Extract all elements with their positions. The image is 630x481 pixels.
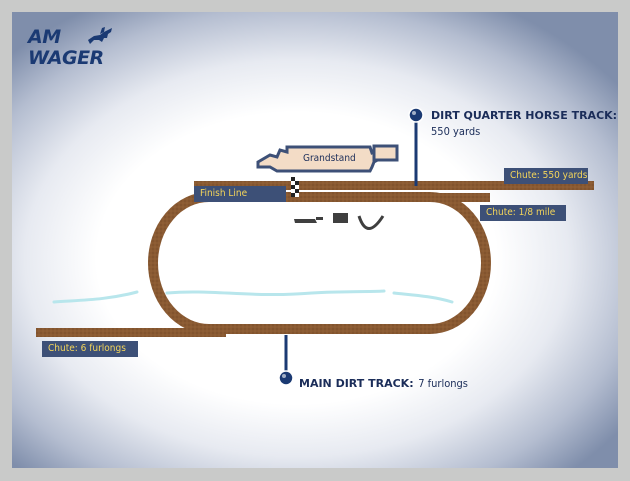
logo-wager-text: WAGER bbox=[28, 47, 104, 69]
track-map-frame: AM WAGER Grandstand Finish Line Chute: 5… bbox=[12, 12, 618, 468]
main-dirt-track-oval bbox=[148, 192, 491, 334]
chute-six-label: Chute: 6 furlongs bbox=[42, 341, 138, 357]
horse-rider-icon bbox=[88, 27, 112, 44]
infield-water-left bbox=[52, 290, 139, 304]
quarter-horse-track-distance: 550 yards bbox=[431, 125, 481, 138]
main-track-distance: 7 furlongs bbox=[418, 377, 468, 390]
quarter-horse-pin bbox=[408, 107, 424, 186]
grandstand-label: Grandstand bbox=[303, 153, 356, 164]
finish-line-checkered-flag bbox=[291, 177, 299, 197]
quarter-horse-track-title: DIRT QUARTER HORSE TRACK: bbox=[431, 109, 618, 122]
chute-eighth-label: Chute: 1/8 mile bbox=[480, 205, 566, 221]
chute-six-strip bbox=[36, 328, 226, 337]
main-track-title: MAIN DIRT TRACK: bbox=[299, 377, 414, 390]
infield-water-center bbox=[165, 289, 386, 297]
grandstand-building bbox=[256, 144, 399, 173]
chute-550-strip bbox=[194, 181, 594, 190]
main-track-callout: MAIN DIRT TRACK: 7 furlongs bbox=[299, 372, 468, 391]
am-wager-logo: AM WAGER bbox=[28, 26, 140, 72]
chute-eighth-strip bbox=[194, 193, 490, 202]
chute-550-label: Chute: 550 yards bbox=[504, 168, 588, 184]
track-map bbox=[36, 107, 594, 386]
finish-line-label: Finish Line bbox=[194, 186, 286, 202]
main-track-pin bbox=[278, 335, 294, 386]
infield-water-right bbox=[392, 291, 454, 304]
logo-am-text: AM bbox=[28, 26, 61, 48]
infield-structures bbox=[294, 213, 385, 230]
